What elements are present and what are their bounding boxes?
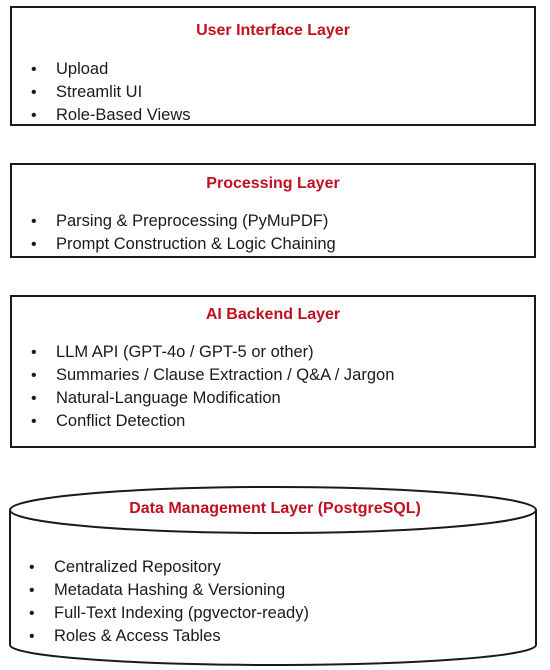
list-item-label: Role-Based Views [56,106,191,124]
list-item-label: Full-Text Indexing (pgvector-ready) [54,604,309,622]
list-item-label: Summaries / Clause Extraction / Q&A / Ja… [56,366,395,384]
list-item: • Upload [28,58,191,81]
list-item-label: Natural-Language Modification [56,389,281,407]
bullet-icon: • [31,61,37,78]
list-item-label: LLM API (GPT-4o / GPT-5 or other) [56,343,314,361]
ai-backend-layer-list: • LLM API (GPT-4o / GPT-5 or other) • Summ… [28,341,394,433]
bullet-icon: • [29,628,35,645]
bullet-icon: • [31,344,37,361]
bullet-icon: • [29,605,35,622]
list-item-label: Prompt Construction & Logic Chaining [56,235,336,253]
list-item-label: Streamlit UI [56,83,143,101]
list-item: • Natural-Language Modification [28,387,394,410]
cylinder-top-ellipse [9,486,537,534]
user-interface-layer-box: User Interface Layer • Upload • Streamlit … [10,6,536,126]
list-item: • Prompt Construction & Logic Chaining [28,233,336,256]
data-management-layer-title: Data Management Layer (PostgreSQL) [129,500,421,517]
list-item: • Roles & Access Tables [26,625,309,648]
bullet-icon: • [31,236,37,253]
cylinder-body [9,510,537,666]
list-item: • Centralized Repository [26,556,309,579]
list-item: • Conflict Detection [28,410,394,433]
bullet-icon: • [29,582,35,599]
list-item: • Role-Based Views [28,104,191,127]
processing-layer-list: • Parsing & Preprocessing (PyMuPDF) • Prom… [28,210,336,256]
list-item-label: Metadata Hashing & Versioning [54,581,286,599]
bullet-icon: • [31,413,37,430]
bullet-icon: • [31,367,37,384]
list-item-label: Conflict Detection [56,412,186,430]
list-item: • Full-Text Indexing (pgvector-ready) [26,602,309,625]
processing-layer-box: Processing Layer • Parsing & Preprocessin… [10,163,536,258]
list-item-label: Centralized Repository [54,558,221,576]
bullet-icon: • [31,84,37,101]
user-interface-layer-title: User Interface Layer [196,22,350,39]
list-item: • Streamlit UI [28,81,191,104]
bullet-icon: • [31,107,37,124]
user-interface-layer-list: • Upload • Streamlit UI • Role-Based Views [28,58,191,127]
list-item: • Parsing & Preprocessing (PyMuPDF) [28,210,336,233]
data-management-layer-list: • Centralized Repository • Metadata Hashin… [26,556,309,648]
bullet-icon: • [31,390,37,407]
list-item: • LLM API (GPT-4o / GPT-5 or other) [28,341,394,364]
bullet-icon: • [29,559,35,576]
list-item: • Summaries / Clause Extraction / Q&A / J… [28,364,394,387]
list-item-label: Upload [56,60,109,78]
ai-backend-layer-box: AI Backend Layer • LLM API (GPT-4o / GPT-… [10,295,536,448]
bullet-icon: • [31,213,37,230]
processing-layer-title: Processing Layer [206,175,340,192]
list-item-label: Roles & Access Tables [54,627,221,645]
list-item-label: Parsing & Preprocessing (PyMuPDF) [56,212,329,230]
list-item: • Metadata Hashing & Versioning [26,579,309,602]
ai-backend-layer-title: AI Backend Layer [205,306,341,323]
